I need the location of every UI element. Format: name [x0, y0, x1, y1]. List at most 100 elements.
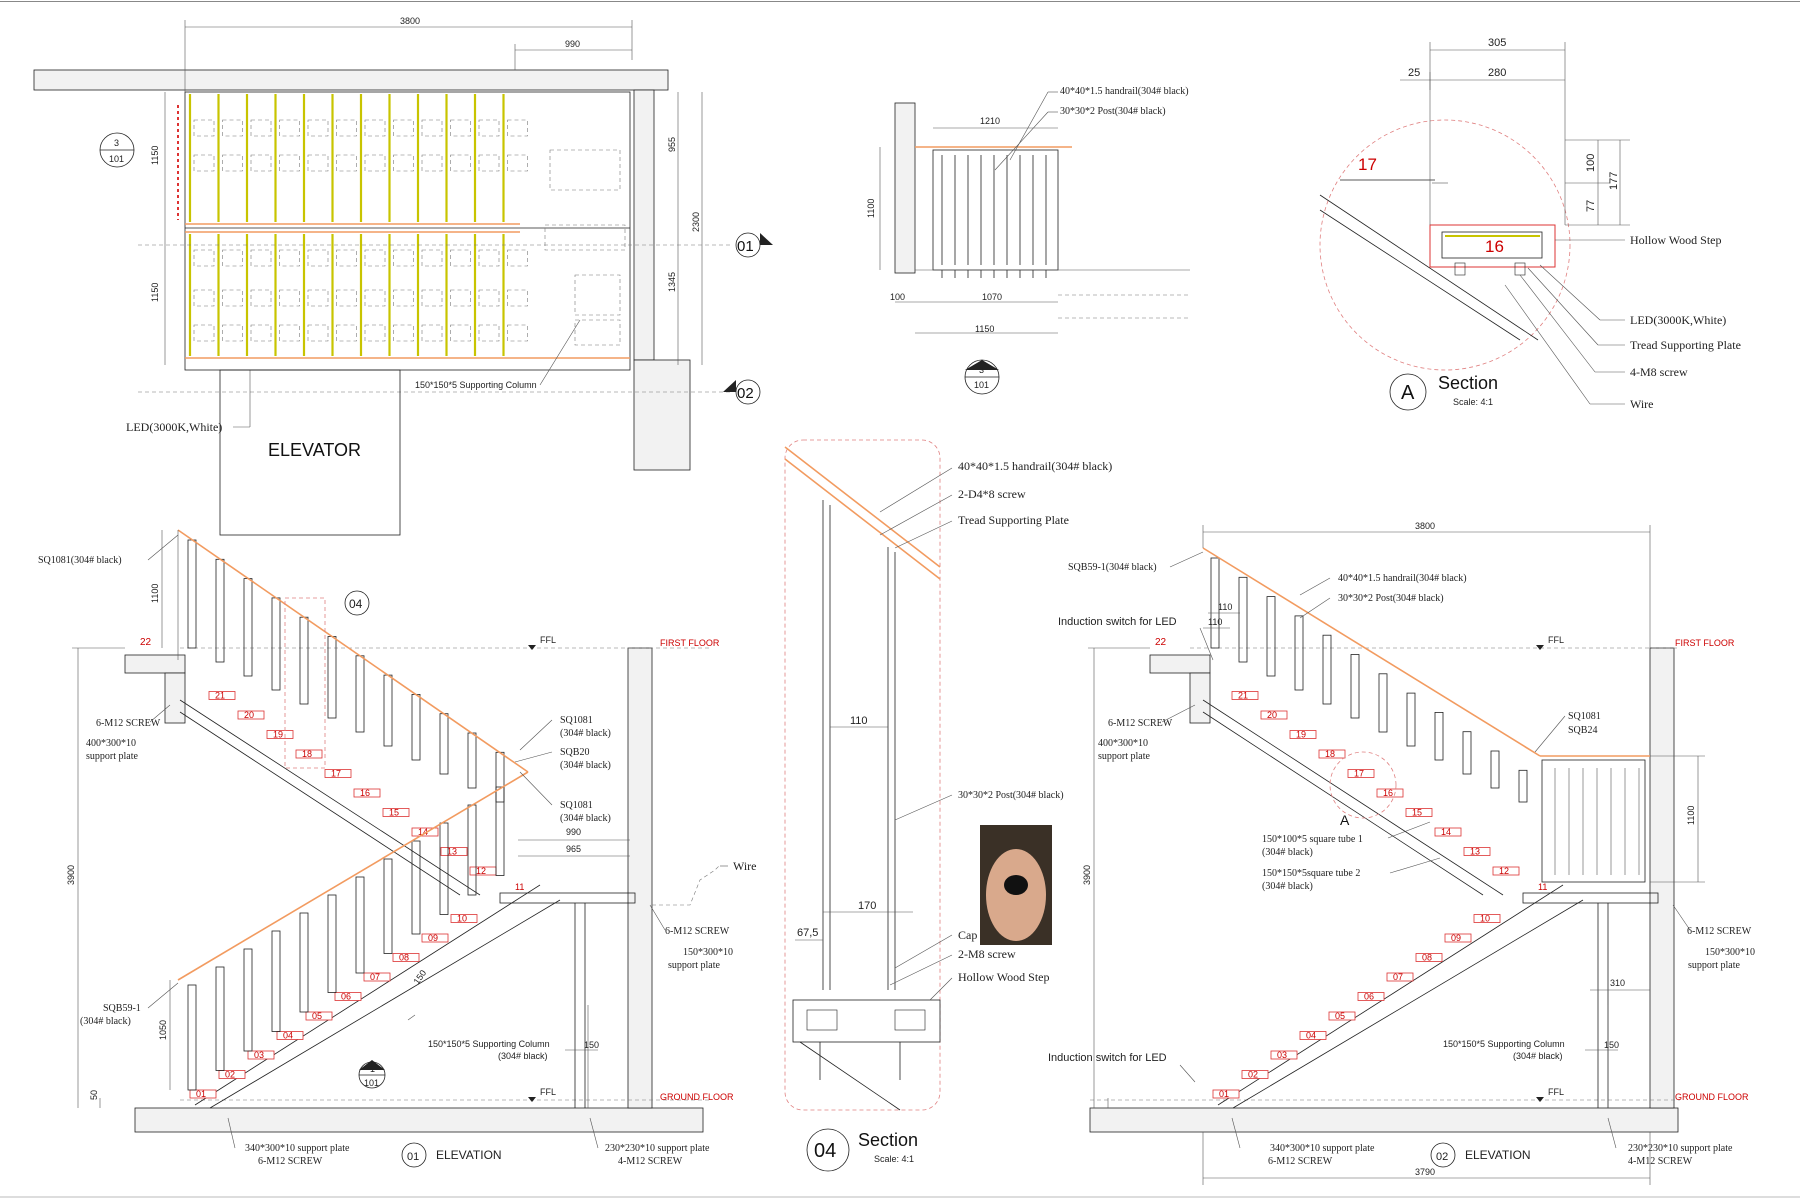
e1-ffl-bottom: FFL — [540, 1087, 556, 1097]
plan-tread-box — [250, 119, 272, 137]
e1-step — [189, 1089, 217, 1099]
section-a-label-screw: 4-M8 screw — [1630, 365, 1688, 379]
e1-step-label: 12 — [476, 866, 486, 876]
section-a-scale: Scale: 4:1 — [1453, 397, 1493, 407]
plan-tread-box — [336, 119, 357, 137]
e1-baluster-lower — [187, 984, 197, 1091]
plan-landing-box — [574, 319, 621, 346]
e2-step-label: 21 — [1238, 691, 1248, 701]
plan-tread-box — [478, 154, 500, 172]
e1-dim-50: 50 — [89, 1090, 99, 1100]
plan-tread-box — [222, 289, 243, 307]
section-a: 305 25 280 100 177 77 17 16 Hollow Wood … — [1319, 37, 1741, 411]
e2-sq1081: SQ1081 — [1568, 711, 1601, 722]
e2-lower-stringer-2 — [1232, 899, 1584, 1109]
plan-tread-box — [279, 154, 300, 172]
plan-landing-box — [574, 274, 621, 316]
section-a-step-16: 16 — [1485, 237, 1504, 256]
e2-step — [1386, 972, 1414, 982]
e1-baluster-lower — [439, 822, 449, 915]
e2-step-label: 13 — [1470, 847, 1480, 857]
section-a-dim-177: 177 — [1608, 172, 1620, 190]
e1-sqb20: SQB20 — [560, 747, 589, 758]
e1-dim-1100: 1100 — [150, 584, 160, 603]
plan-tread-box — [421, 119, 443, 137]
e1-step-label: 16 — [360, 788, 370, 798]
e1-step — [218, 1070, 246, 1079]
plan-tread-box — [222, 154, 243, 172]
plan-tread-box — [450, 154, 471, 172]
e2-step-label: 18 — [1325, 749, 1335, 759]
e2-title: ELEVATION — [1465, 1148, 1531, 1162]
e1-ground-floor: GROUND FLOOR — [660, 1092, 734, 1102]
plan-tread-box — [393, 324, 414, 342]
plan-tread-box — [336, 154, 357, 172]
e2-step — [1415, 953, 1443, 962]
e2-induction-top: Induction switch for LED — [1058, 616, 1177, 628]
plan-tread-box — [193, 249, 215, 267]
plan-tread-box — [478, 249, 500, 267]
plan-landing-box — [544, 224, 626, 251]
e2-step-label: 09 — [1451, 933, 1461, 943]
plan-tread-box — [222, 324, 243, 342]
plan-tread-box — [421, 289, 443, 307]
plan-landing-box — [549, 149, 621, 191]
e1-plate-bottom-r: 230*230*10 support plate — [605, 1143, 710, 1154]
e2-column-2: (304# black) — [1513, 1051, 1563, 1061]
e1-step — [353, 788, 381, 798]
s04-dim-170: 170 — [858, 900, 876, 912]
plan-tread-box — [193, 154, 215, 172]
e2-step — [1444, 933, 1472, 943]
side-dim-height: 1100 — [866, 199, 876, 218]
plan-tread-box — [478, 289, 500, 307]
e1-upper-stringer — [179, 699, 481, 896]
e2-screw-top: 6-M12 SCREW — [1108, 718, 1173, 729]
e2-step — [1347, 769, 1375, 778]
e1-plate-top: 400*300*10 — [86, 738, 136, 749]
section-a-label-plate: Tread Supporting Plate — [1630, 338, 1741, 352]
e1-lower-stringer-2 — [209, 899, 561, 1109]
e2-step-label: 15 — [1412, 808, 1422, 818]
section-a-dim-25: 25 — [1408, 67, 1420, 79]
e1-column: 150*150*5 Supporting Column — [428, 1039, 550, 1049]
e1-step-label: 03 — [254, 1050, 264, 1060]
e2-baluster — [1350, 654, 1360, 719]
e1-sq1081-b: SQ1081 — [560, 800, 593, 811]
e1-step — [295, 749, 323, 759]
plan-tread-box — [336, 249, 357, 267]
plan-tread-box — [478, 324, 500, 342]
side-dim-a: 100 — [890, 292, 905, 302]
e1-sqb59-2: (304# black) — [80, 1016, 131, 1027]
e2-induction-bottom: Induction switch for LED — [1048, 1052, 1167, 1064]
plan-tread-box — [393, 119, 414, 137]
plan-tread-box — [421, 324, 443, 342]
plan-led-label: LED(3000K,White) — [126, 420, 222, 434]
plan-tread-box — [250, 324, 272, 342]
e1-step-label: 11 — [515, 882, 524, 892]
e1-first-floor: FIRST FLOOR — [660, 638, 720, 648]
s04-post: 30*30*2 Post(304# black) — [958, 790, 1064, 801]
plan-tread-box — [222, 119, 243, 137]
plan-tread-box — [364, 324, 386, 342]
e2-baluster — [1518, 769, 1528, 803]
e1-callout-sheet: 101 — [364, 1078, 379, 1088]
e1-ffl-top: FFL — [540, 635, 556, 645]
plan-tread-box — [250, 154, 272, 172]
e2-ffl-bottom: FFL — [1548, 1087, 1564, 1097]
e1-detail-ref: 04 — [349, 597, 363, 611]
e2-tube1: 150*100*5 square tube 1 — [1262, 834, 1363, 845]
e2-step — [1231, 691, 1259, 700]
e2-handrail: 40*40*1.5 handrail(304# black) — [1338, 573, 1467, 584]
plan-tread-box — [393, 249, 414, 267]
e1-step-label: 09 — [428, 933, 438, 943]
plan-tread-box — [336, 289, 357, 307]
e1-baluster-lower — [215, 966, 225, 1071]
e2-sqb59: SQB59-1(304# black) — [1068, 562, 1157, 573]
e1-dim-1050: 1050 — [158, 1020, 168, 1040]
section-a-label-wire: Wire — [1630, 397, 1654, 411]
e2-dim-110b: 110 — [1208, 617, 1222, 627]
e1-step — [237, 710, 265, 720]
section-a-title-letter: A — [1401, 382, 1415, 404]
e2-baluster — [1322, 634, 1332, 705]
